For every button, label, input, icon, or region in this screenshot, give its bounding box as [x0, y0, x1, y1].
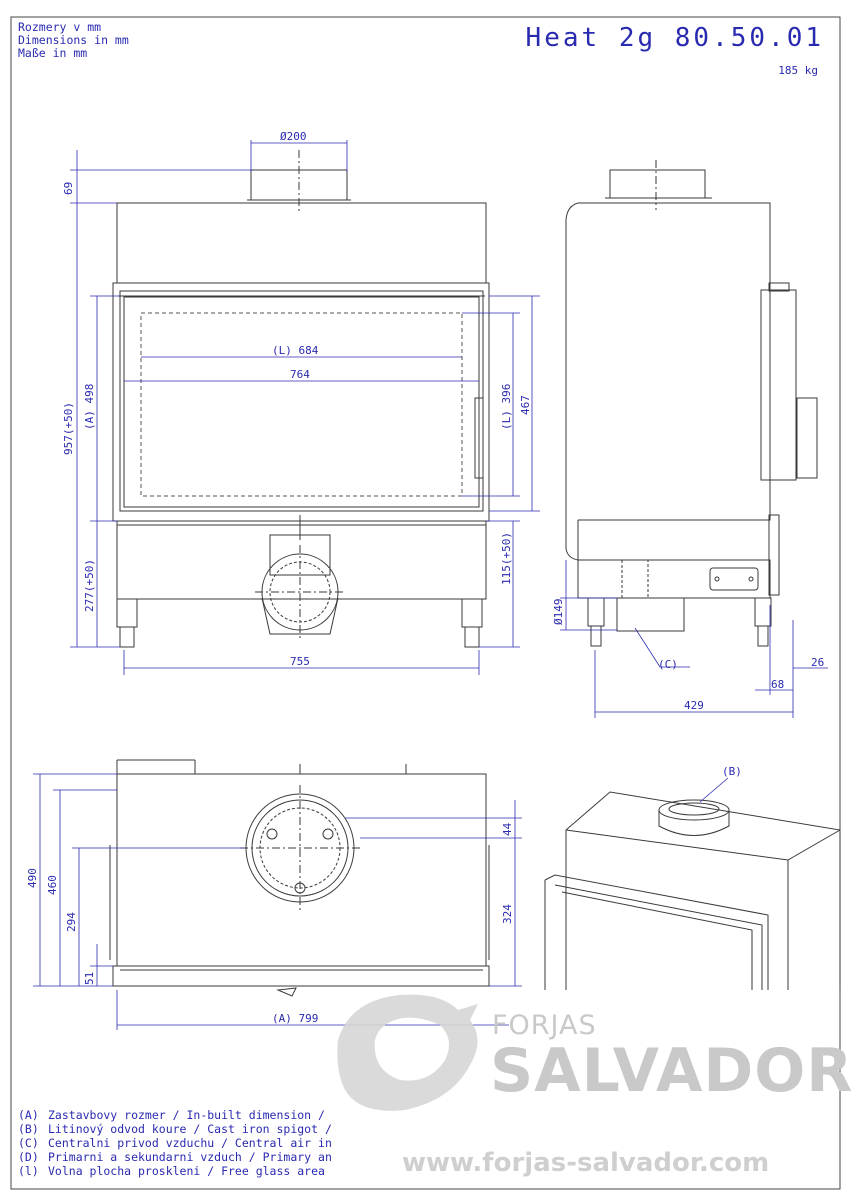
brand-name-bottom: SALVADOR [490, 1036, 852, 1106]
legend-item: (A) Zastavbovy rozmer / In-built dimensio… [18, 1108, 332, 1122]
dim-air-label: (C) [658, 658, 678, 671]
iso-label-leader [699, 777, 729, 803]
brand-name-top: FORJAS [492, 1010, 597, 1041]
dim-glass-height: (L) 396 [500, 384, 513, 430]
dim-depth-51: 51 [83, 972, 96, 985]
sheet-frame [10, 16, 841, 1190]
dim-door-width: 764 [290, 368, 310, 381]
legend-item: (l) Volna plocha proskleni / Free glass a… [18, 1164, 332, 1178]
dim-in-built-width: (A) 799 [272, 1012, 318, 1025]
legend-key: (C) [18, 1136, 39, 1150]
iso-view [544, 791, 841, 990]
legend: (A) Zastavbovy rozmer / In-built dimensio… [18, 1108, 332, 1178]
legend-text: Litinový odvod koure / Cast iron spigot … [48, 1122, 332, 1136]
brand-logo-icon [337, 994, 478, 1111]
front-view [112, 150, 490, 648]
dim-top-height: 69 [62, 182, 75, 195]
dim-depth: 429 [684, 699, 704, 712]
top-view [109, 759, 490, 997]
brand-url: www.forjas-salvador.com [402, 1148, 770, 1178]
dim-depth-490: 490 [26, 868, 39, 888]
iso-label: (B) [722, 765, 742, 778]
dim-lower-height: 115(+50) [500, 532, 513, 585]
legend-text: Zastavbovy rozmer / In-built dimension /… [48, 1108, 332, 1122]
dim-glass-width: (L) 684 [272, 344, 319, 357]
dim-flue: Ø200 [280, 130, 307, 143]
dim-offset-26: 26 [811, 656, 824, 669]
dim-air-inlet: Ø149 [552, 599, 565, 626]
legend-text: Volna plocha proskleni / Free glass area… [48, 1164, 332, 1178]
units-note: Rozmery v mm Dimensions in mm Maße in mm [18, 21, 129, 60]
dim-offset-68: 68 [771, 678, 784, 691]
dim-total-height: 957(+50) [62, 402, 75, 455]
front-view-dimensions [70, 140, 540, 675]
dim-spigot-offset: 44 [501, 822, 514, 836]
units-line-en: Dimensions in mm [18, 33, 129, 47]
units-line-cz: Rozmery v mm [18, 20, 102, 34]
dim-door-height: 467 [519, 395, 532, 415]
dim-spigot-depth: 324 [501, 904, 514, 924]
legend-key: (B) [18, 1122, 39, 1136]
legend-item: (D) Primarni a sekundarni vzduch / Primar… [18, 1150, 332, 1164]
legend-key: (A) [18, 1108, 39, 1122]
units-line-de: Maße in mm [18, 46, 88, 60]
dim-total-width: 755 [290, 655, 310, 668]
legend-item: (B) Litinový odvod koure / Cast iron spig… [18, 1122, 332, 1136]
model-weight: 185 kg [778, 64, 818, 77]
legend-text: Centralni privod vzduchu / Central air i… [48, 1136, 332, 1150]
legend-key: (D) [18, 1150, 39, 1164]
legend-item: (C) Centralni privod vzduchu / Central ai… [18, 1136, 332, 1150]
dim-depth-294: 294 [65, 912, 78, 932]
side-view-dimensions [560, 560, 828, 718]
legend-key: (l) [18, 1164, 39, 1178]
dim-depth-460: 460 [46, 875, 59, 895]
side-view [565, 160, 818, 647]
legend-text: Primarni a sekundarni vzduch / Primary a… [48, 1150, 332, 1164]
dim-in-built-height: (A) 498 [83, 384, 96, 430]
dim-base-height: 277(+50) [83, 559, 96, 612]
top-view-dimensions [33, 773, 522, 1030]
model-title: Heat 2g 80.50.01 [525, 23, 824, 53]
